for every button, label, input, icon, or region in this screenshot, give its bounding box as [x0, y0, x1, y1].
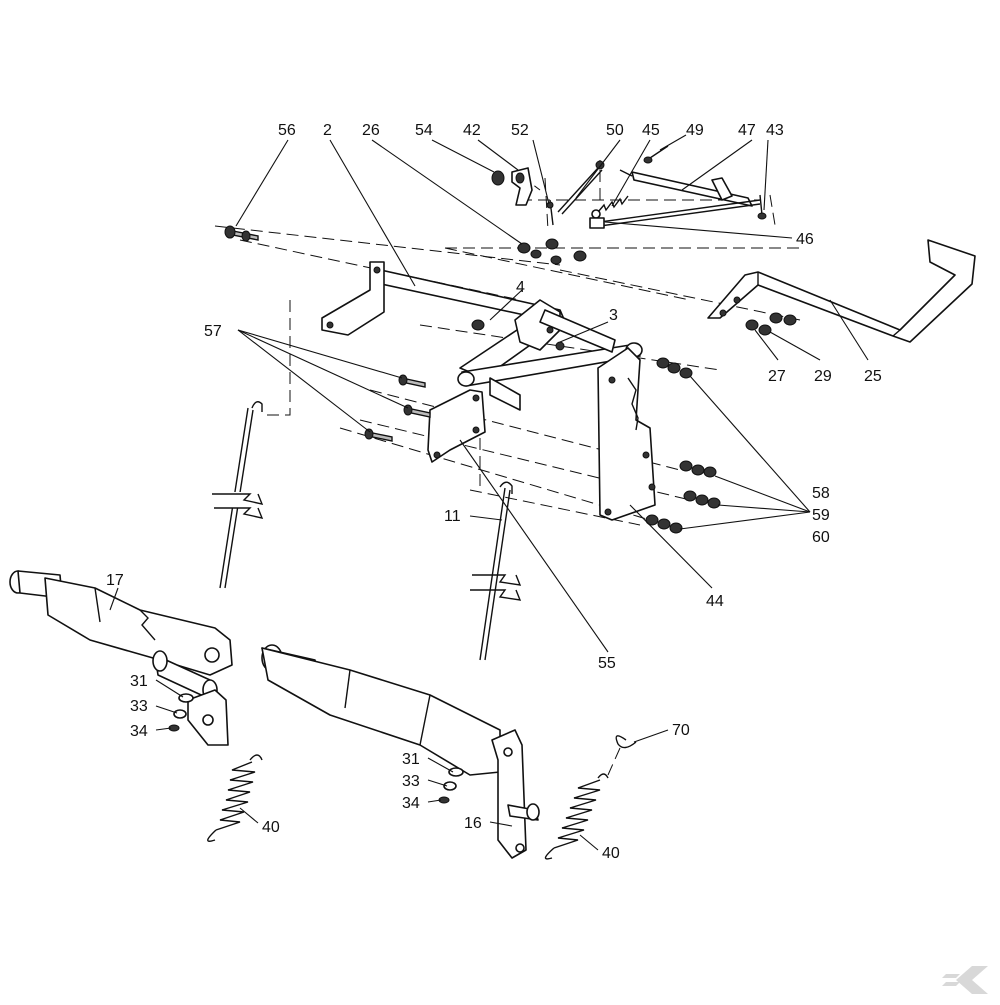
callout-33-right: 33 [402, 773, 420, 790]
callout-17: 17 [106, 572, 124, 589]
callout-43: 43 [766, 122, 784, 139]
lever-arm-17 [9, 570, 233, 746]
callout-49: 49 [686, 122, 704, 139]
callout-2: 2 [323, 122, 332, 139]
rod-11-left [210, 401, 272, 589]
handle-bar-25 [707, 239, 976, 343]
callout-31-left: 31 [130, 673, 148, 690]
callout-40-left: 40 [262, 819, 280, 836]
lever-47 [619, 169, 753, 207]
side-plate-55 [427, 389, 486, 463]
callout-50: 50 [606, 122, 624, 139]
callout-60: 60 [812, 529, 830, 546]
spring-40-left [207, 754, 263, 842]
callout-57: 57 [204, 323, 222, 340]
callout-11: 11 [444, 508, 461, 525]
bolt-56 [224, 225, 259, 242]
callout-34-left: 34 [130, 723, 148, 740]
spring-40-right [544, 773, 609, 860]
callout-52: 52 [511, 122, 529, 139]
brand-logo [942, 966, 988, 994]
side-plate-44 [597, 347, 656, 521]
callout-54: 54 [415, 122, 433, 139]
callout-46: 46 [796, 231, 814, 248]
rod-11-right [470, 481, 522, 661]
bolts-57 [364, 374, 431, 442]
rod-50 [557, 160, 605, 215]
nuts-26 [517, 238, 587, 265]
washers-right [438, 767, 464, 804]
callout-45: 45 [642, 122, 660, 139]
rod-46 [589, 199, 761, 229]
callout-44: 44 [706, 593, 724, 610]
cross-shaft-2 [321, 261, 567, 336]
bracket-42-54 [491, 167, 533, 206]
callout-34-right: 34 [402, 795, 420, 812]
callout-58: 58 [812, 485, 830, 502]
callout-55: 55 [598, 655, 616, 672]
nuts-58-59-60 [645, 357, 721, 534]
callout-42: 42 [463, 122, 481, 139]
callout-31-right: 31 [402, 751, 420, 768]
callout-70: 70 [672, 722, 690, 739]
callout-56: 56 [278, 122, 296, 139]
bolt-43 [757, 194, 767, 220]
callout-33-left: 33 [130, 698, 148, 715]
callout-26: 26 [362, 122, 380, 139]
callout-40-right: 40 [602, 845, 620, 862]
washers-left [168, 693, 194, 732]
lever-arm-16 [261, 644, 540, 859]
pin-49 [643, 145, 669, 164]
callout-25: 25 [864, 368, 882, 385]
spring-45 [591, 195, 629, 219]
callout-16: 16 [464, 815, 482, 832]
callout-labels: 56 2 26 54 42 52 50 45 49 47 43 46 4 3 5… [106, 122, 882, 862]
callout-29: 29 [814, 368, 832, 385]
leader-lines [109, 134, 869, 851]
nuts-27-29 [745, 312, 797, 336]
hook-70 [607, 735, 637, 776]
callout-47: 47 [738, 122, 756, 139]
lever-assembly-3 [457, 299, 643, 411]
callout-59: 59 [812, 507, 830, 524]
callout-3: 3 [609, 307, 618, 324]
callout-27: 27 [768, 368, 786, 385]
nut-4 [471, 319, 485, 331]
callout-4: 4 [516, 279, 525, 296]
